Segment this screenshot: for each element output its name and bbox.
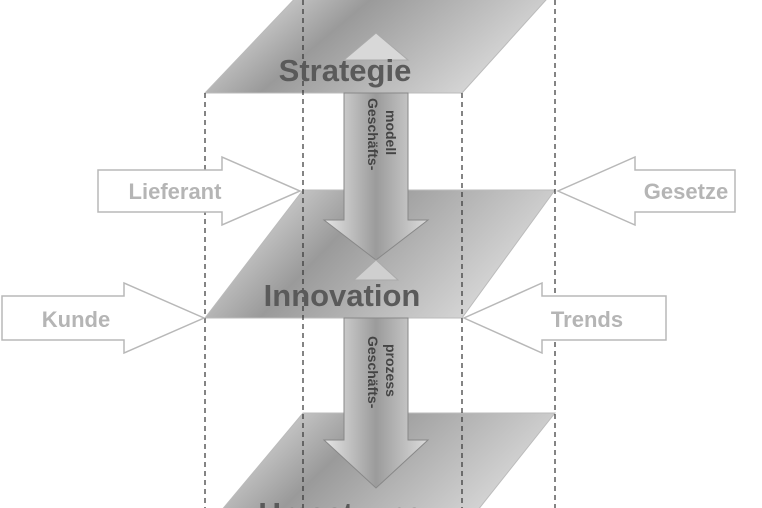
influence-label-lieferant: Lieferant xyxy=(129,179,223,204)
influence-arrow-left-lower xyxy=(1,281,206,355)
flow-arrow-upper xyxy=(322,92,430,261)
influence-label-kunde: Kunde xyxy=(42,307,110,332)
flow-label-upper-1: Geschäfts- xyxy=(365,98,381,171)
layer-label-strategie: Strategie xyxy=(279,53,412,88)
flow-label-lower-2: prozess xyxy=(383,344,399,397)
flow-label-upper-2: modell xyxy=(383,110,399,155)
layer-label-umsetzung: Umsetzung xyxy=(258,496,425,508)
influence-arrow-right-upper xyxy=(556,155,736,227)
flow-label-lower-1: Geschäfts- xyxy=(365,336,381,409)
influence-arrow-left-upper xyxy=(97,155,302,227)
layer-label-innovation: Innovation xyxy=(264,278,421,313)
influence-label-trends: Trends xyxy=(551,307,623,332)
arrow-peak-middle xyxy=(352,259,400,281)
influence-label-gesetze: Gesetze xyxy=(644,179,728,204)
influence-arrow-right-lower xyxy=(462,281,667,355)
arrow-peak-top xyxy=(342,32,410,61)
dashed-guides xyxy=(204,0,556,508)
flow-arrow-lower xyxy=(322,317,430,489)
